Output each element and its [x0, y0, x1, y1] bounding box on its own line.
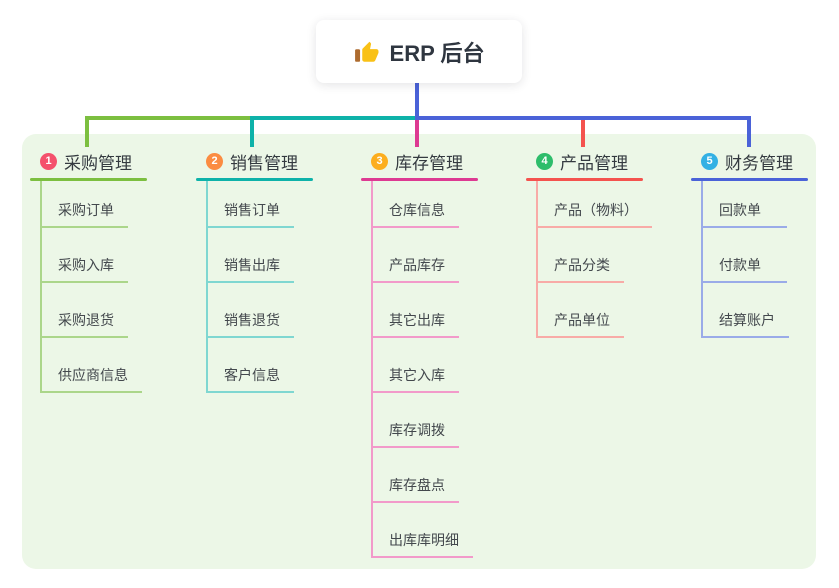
branch-label: 销售管理: [230, 153, 298, 173]
child-node[interactable]: 其它出库: [371, 283, 459, 338]
branch-children: 产品（物料） 产品分类产品单位: [536, 173, 652, 338]
child-node-label: 付款单: [719, 257, 761, 273]
root-trunk-line: [415, 83, 419, 118]
branch-node[interactable]: 5 财务管理: [691, 150, 839, 173]
bus-segment: [250, 116, 415, 120]
branch-drop-line: [747, 120, 751, 147]
child-node[interactable]: 其它入库: [371, 338, 459, 393]
root-label: ERP 后台: [389, 40, 485, 66]
branch-number-badge: 5: [701, 152, 718, 170]
branch-number-badge: 4: [536, 152, 553, 170]
child-node[interactable]: 销售退货: [206, 283, 294, 338]
branch-node[interactable]: 3 库存管理: [361, 150, 531, 173]
child-node-label: 产品分类: [554, 257, 610, 273]
child-node[interactable]: 采购入库: [40, 228, 128, 283]
child-node[interactable]: 供应商信息: [40, 338, 142, 393]
branch-drop-line: [250, 120, 254, 147]
branch-number-badge: 2: [206, 152, 223, 170]
branch-node[interactable]: 4 产品管理: [526, 150, 696, 173]
branch-4: 4 产品管理 产品（物料） 产品分类产品单位: [526, 150, 696, 338]
branch-label: 库存管理: [395, 153, 463, 173]
child-node[interactable]: 采购订单: [40, 173, 128, 228]
child-node-label: 其它入库: [389, 367, 445, 383]
child-node[interactable]: 结算账户: [701, 283, 789, 338]
branch-1: 1 采购管理 采购订单采购入库采购退货供应商信息: [30, 150, 200, 393]
child-node-label: 客户信息: [224, 367, 280, 383]
child-node-label: 产品单位: [554, 312, 610, 328]
branch-underline: [691, 178, 808, 181]
child-node[interactable]: 库存盘点: [371, 448, 459, 503]
branch-children: 销售订单销售出库销售退货客户信息: [206, 173, 294, 393]
child-node-label: 库存盘点: [389, 477, 445, 493]
child-node[interactable]: 产品库存: [371, 228, 459, 283]
branch-drop-line: [85, 120, 89, 147]
branch-3: 3 库存管理 仓库信息产品库存其它出库其它入库库存调拨库存盘点出库库明细: [361, 150, 531, 558]
child-node-label: 供应商信息: [58, 367, 128, 383]
child-node[interactable]: 客户信息: [206, 338, 294, 393]
child-node[interactable]: 产品单位: [536, 283, 624, 338]
branch-children: 采购订单采购入库采购退货供应商信息: [40, 173, 142, 393]
child-node-label: 销售退货: [224, 312, 280, 328]
branch-underline: [30, 178, 147, 181]
child-node-label: 采购入库: [58, 257, 114, 273]
branch-label: 产品管理: [560, 153, 628, 173]
child-node[interactable]: 出库库明细: [371, 503, 473, 558]
child-node-label: 仓库信息: [389, 202, 445, 218]
child-node[interactable]: 付款单: [701, 228, 787, 283]
branch-child-connector: [206, 181, 208, 393]
branch-underline: [196, 178, 313, 181]
branch-child-connector: [536, 181, 538, 338]
branch-label: 财务管理: [725, 153, 793, 173]
child-node-label: 回款单: [719, 202, 761, 218]
branch-drop-line: [415, 120, 419, 147]
branch-children: 仓库信息产品库存其它出库其它入库库存调拨库存盘点出库库明细: [371, 173, 473, 558]
branch-node[interactable]: 1 采购管理: [30, 150, 200, 173]
child-node[interactable]: 销售订单: [206, 173, 294, 228]
bus-segment: [85, 116, 253, 120]
branch-drop-line: [581, 120, 585, 147]
branch-child-connector: [40, 181, 42, 393]
bus-segment: [415, 116, 751, 120]
child-node[interactable]: 仓库信息: [371, 173, 459, 228]
branch-children: 回款单付款单结算账户: [701, 173, 789, 338]
branch-label: 采购管理: [64, 153, 132, 173]
child-node[interactable]: 库存调拨: [371, 393, 459, 448]
child-node-label: 库存调拨: [389, 422, 445, 438]
child-node-label: 销售出库: [224, 257, 280, 273]
branch-number-badge: 1: [40, 152, 57, 170]
branch-node[interactable]: 2 销售管理: [196, 150, 366, 173]
branch-underline: [361, 178, 478, 181]
child-node[interactable]: 销售出库: [206, 228, 294, 283]
branch-underline: [526, 178, 643, 181]
child-node-label: 产品（物料）: [554, 202, 638, 218]
child-node[interactable]: 采购退货: [40, 283, 128, 338]
branch-child-connector: [701, 181, 703, 338]
branch-5: 5 财务管理 回款单付款单结算账户: [691, 150, 839, 338]
thumbs-up-icon: [354, 41, 378, 62]
child-node-label: 其它出库: [389, 312, 445, 328]
branch-child-connector: [371, 181, 373, 558]
child-node[interactable]: 回款单: [701, 173, 787, 228]
child-node-label: 出库库明细: [389, 532, 459, 548]
branch-number-badge: 3: [371, 152, 388, 170]
branch-2: 2 销售管理 销售订单销售出库销售退货客户信息: [196, 150, 366, 393]
child-node[interactable]: 产品（物料）: [536, 173, 652, 228]
branches-panel-background: [22, 134, 816, 569]
child-node-label: 采购订单: [58, 202, 114, 218]
child-node-label: 产品库存: [389, 257, 445, 273]
child-node-label: 销售订单: [224, 202, 280, 218]
child-node-label: 结算账户: [719, 312, 775, 328]
root-node[interactable]: ERP 后台: [316, 20, 522, 83]
child-node-label: 采购退货: [58, 312, 114, 328]
child-node[interactable]: 产品分类: [536, 228, 624, 283]
